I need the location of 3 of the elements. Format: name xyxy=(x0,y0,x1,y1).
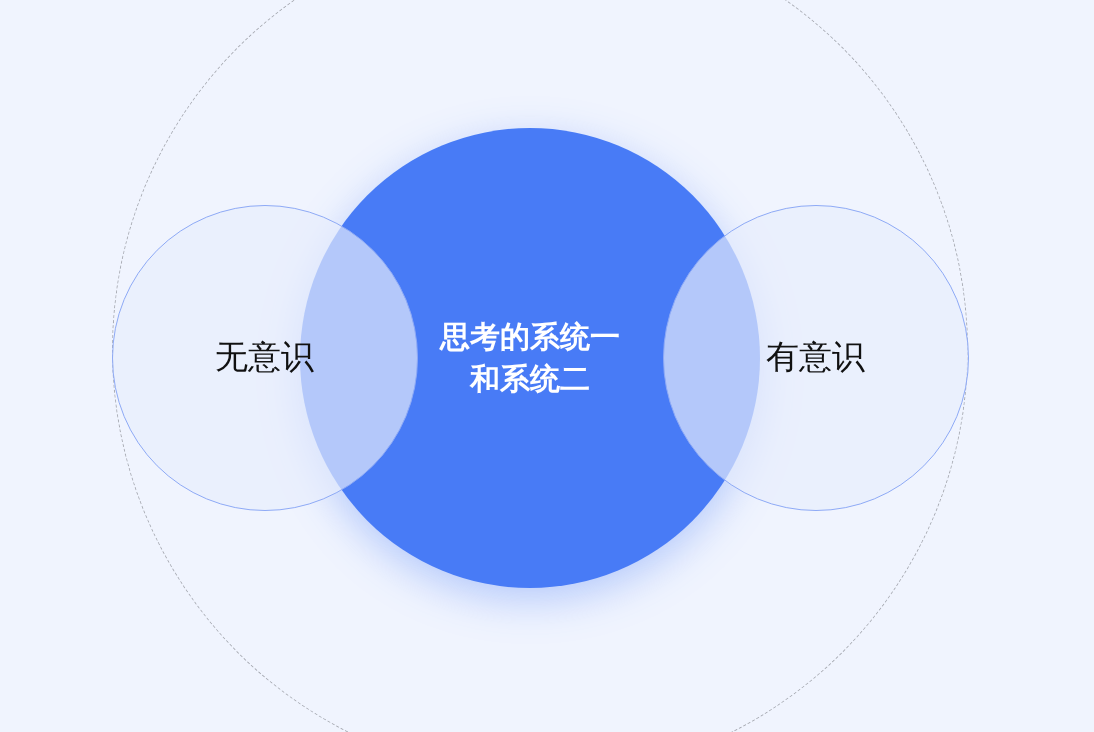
circle-label: 有意识 xyxy=(766,336,865,379)
circle-label: 无意识 xyxy=(215,336,314,379)
circle-label: 思考的系统一和系统二 xyxy=(438,317,621,398)
